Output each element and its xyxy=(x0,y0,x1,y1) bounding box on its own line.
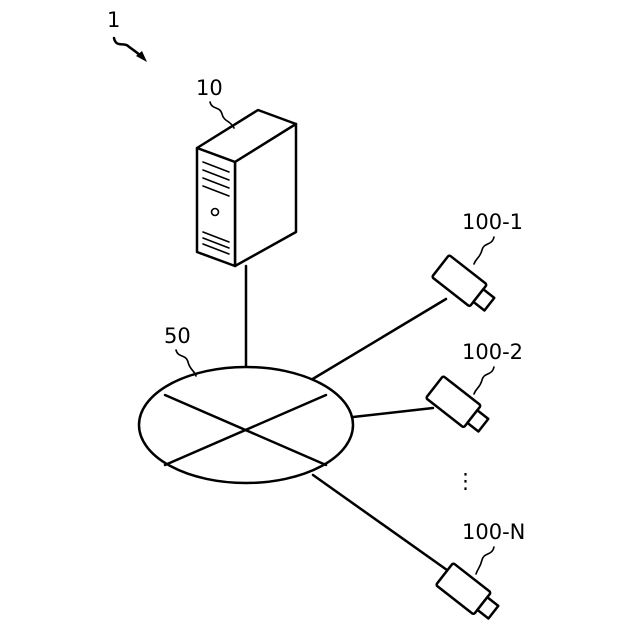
system-reference: 1 xyxy=(107,8,147,62)
system-ref-label: 1 xyxy=(107,8,120,32)
camera-n-reference: 100-N xyxy=(462,520,525,574)
camera-1-link xyxy=(311,299,446,380)
network-leader-line xyxy=(176,350,196,376)
network-ellipse xyxy=(139,367,353,483)
camera-1-ref-label: 100-1 xyxy=(462,210,523,234)
camera-2-link xyxy=(353,408,433,417)
camera-icon xyxy=(432,255,498,315)
vertical-ellipsis: ⋮ xyxy=(455,469,476,493)
camera-n-link xyxy=(313,475,447,570)
camera-2-leader-line xyxy=(474,367,494,394)
camera-1-reference: 100-1 xyxy=(462,210,523,264)
camera-2-reference: 100-2 xyxy=(462,340,523,394)
network-icon xyxy=(139,367,353,483)
camera-icon xyxy=(426,376,492,436)
server-icon xyxy=(197,110,296,266)
network-reference: 50 xyxy=(164,324,196,376)
camera-n-ref-label: 100-N xyxy=(462,520,525,544)
camera-1-leader-line xyxy=(474,237,494,264)
camera-2-ref-label: 100-2 xyxy=(462,340,523,364)
server-leader-line xyxy=(210,102,234,128)
network-ref-label: 50 xyxy=(164,324,191,348)
camera-icon xyxy=(436,563,502,623)
server-reference: 10 xyxy=(196,76,234,128)
camera-n-leader-line xyxy=(476,547,494,574)
server-ref-label: 10 xyxy=(196,76,223,100)
